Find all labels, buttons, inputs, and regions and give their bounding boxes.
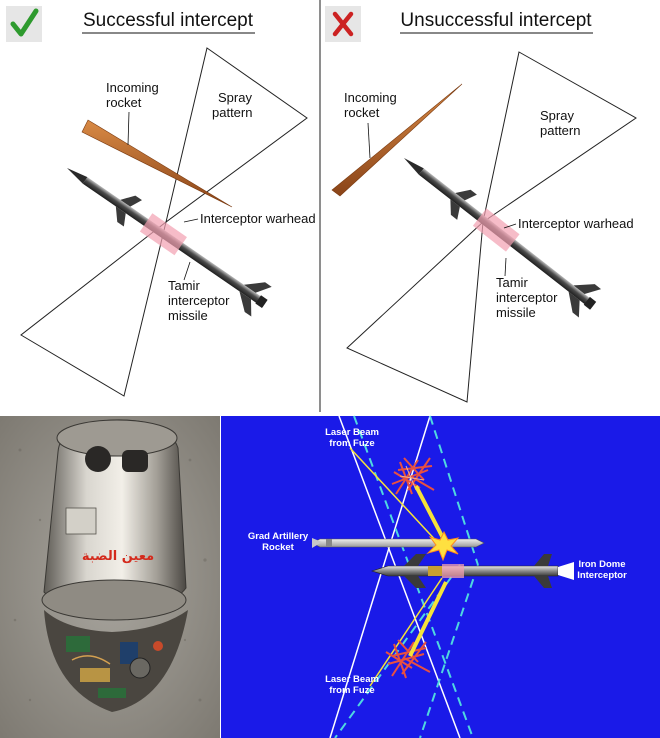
- exhaust-plume: [558, 562, 574, 580]
- iron-dome-interceptor: [370, 554, 574, 588]
- laser-beam-top: [349, 447, 441, 546]
- fuze-port-right: [122, 450, 148, 472]
- interceptor-warhead-label: Interceptor warhead: [518, 216, 634, 231]
- spray-pattern-top: [482, 51, 637, 224]
- arabic-caption: معين الضبة: [82, 549, 154, 564]
- burst-icon: [426, 530, 460, 562]
- fuze-plate: [65, 507, 97, 535]
- floor-specks: [13, 438, 207, 702]
- fragment-cloud-top-core: [399, 465, 425, 491]
- incoming-rocket: [331, 83, 463, 197]
- fuze-cone-line: [419, 564, 479, 738]
- fuze-port-left: [85, 446, 111, 472]
- fuze-electronics: [44, 610, 188, 712]
- check-icon: [10, 8, 39, 37]
- laser-beam-bottom: [369, 577, 443, 687]
- spray-pattern-bottom: [20, 220, 167, 397]
- fuze-electronics-ring: [41, 579, 187, 621]
- boundary-line: [338, 415, 461, 738]
- incoming-rocket-leader: [367, 122, 371, 159]
- electronics-detail: [66, 636, 163, 698]
- interceptor-warhead-leader: [183, 218, 199, 223]
- success-title: Successful intercept: [83, 10, 254, 31]
- fragment-stream-bottom: [408, 581, 448, 657]
- tamir-missile: [67, 168, 272, 317]
- tamir-missile-leader: [504, 257, 507, 277]
- fuze-photo: معين الضبة: [0, 416, 220, 738]
- interceptor-warhead: [442, 564, 464, 578]
- spray-pattern-top: [165, 47, 308, 224]
- failure-title: Unsuccessful intercept: [400, 10, 592, 31]
- interceptor-warhead-label: Interceptor warhead: [200, 211, 316, 226]
- fuze-top-cap: [56, 419, 178, 457]
- fragment-cloud-bottom: [385, 639, 431, 679]
- spray-pattern-bottom: [346, 220, 484, 403]
- tamir-missile: [404, 158, 602, 318]
- fragment-stream-top: [414, 485, 446, 541]
- incoming-rocket-leader: [127, 111, 130, 146]
- incoming-rocket: [81, 119, 233, 208]
- interceptor-warhead-band: [472, 208, 520, 252]
- interceptor-warhead-leader: [503, 223, 517, 229]
- cross-icon: [332, 11, 354, 37]
- interceptor-warhead-band: [139, 213, 187, 256]
- fuze-cone-line: [429, 415, 479, 566]
- tamir-missile-leader: [183, 261, 191, 281]
- grad-rocket: [311, 538, 485, 548]
